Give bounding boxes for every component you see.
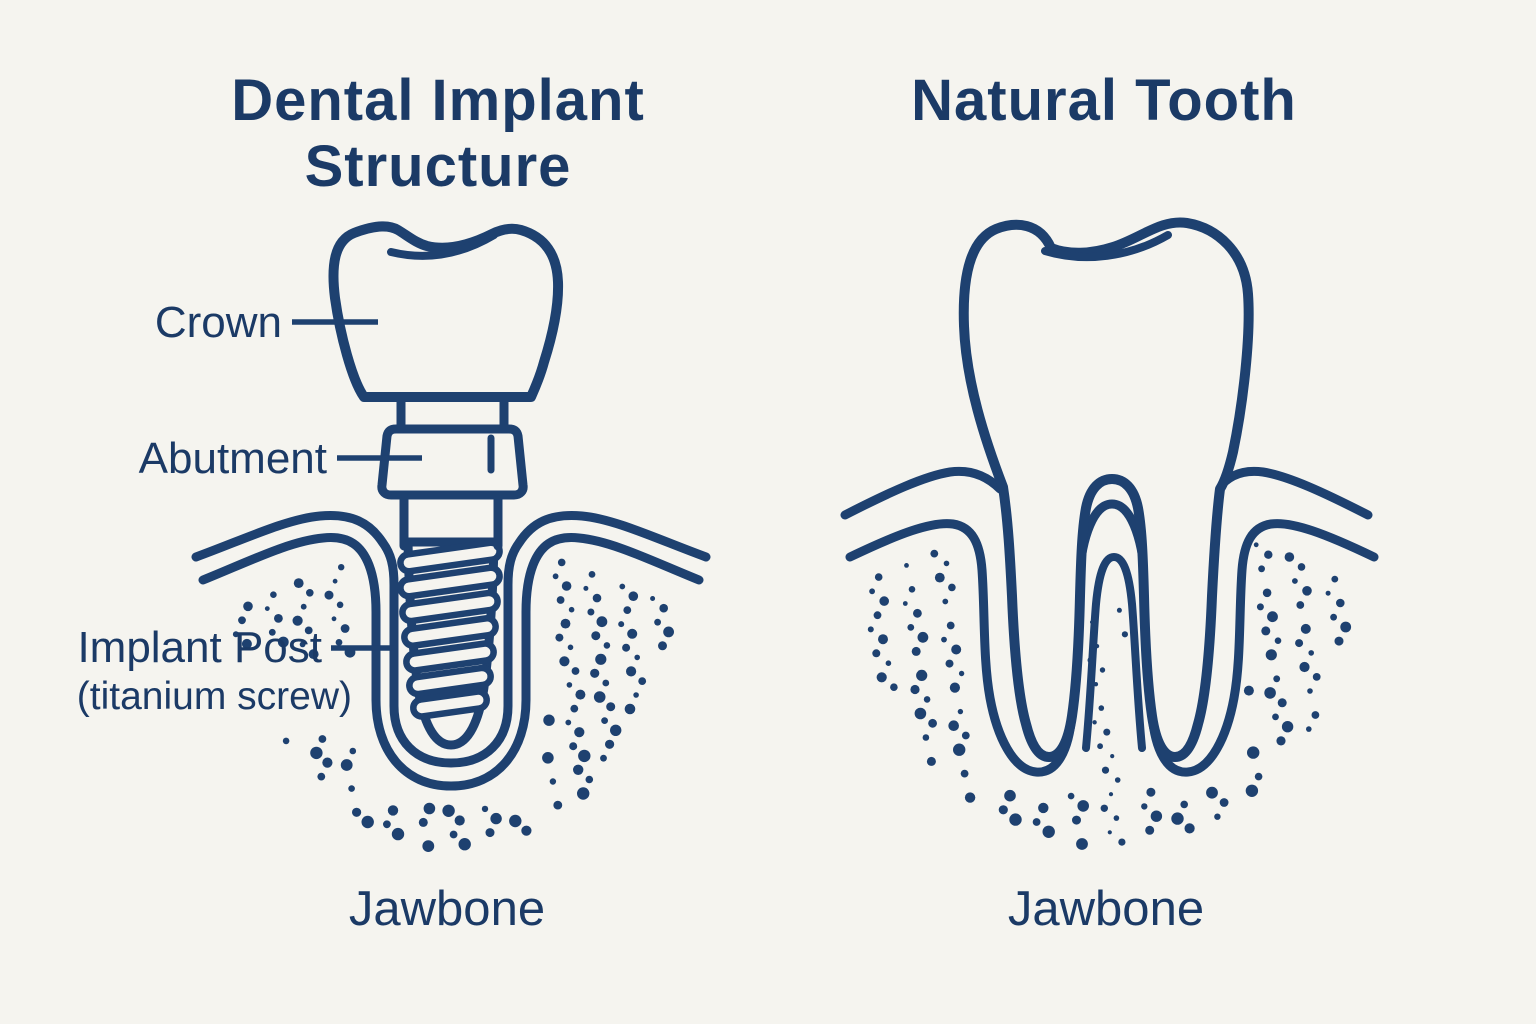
left-title-line1: Dental Implant: [231, 68, 645, 133]
implant-crown-outline: [328, 221, 564, 402]
natural-tooth-outline: [958, 217, 1254, 762]
tooth-gum-line-upper-right: [1213, 466, 1373, 520]
implant-gum-line-outer: [198, 533, 704, 791]
tooth-gum-line-upper-left: [840, 466, 1005, 520]
tooth-socket-line: [845, 499, 1379, 777]
implant-neck-lower: [399, 490, 503, 551]
natural-tooth-figure: Natural Tooth Jawbone: [840, 68, 1379, 936]
label-abutment: Abutment: [139, 434, 327, 483]
left-title-line2: Structure: [305, 134, 572, 199]
bone-crest-between-roots: [1082, 553, 1146, 752]
abutment-shape: [377, 424, 528, 500]
implant-figure: Dental Implant Structure Crown Abutment …: [77, 68, 711, 936]
label-crown: Crown: [155, 298, 282, 347]
bone-dots-right: [867, 542, 1352, 850]
implant-gum-line-inner: [191, 510, 711, 768]
bone-dots-left: [232, 558, 674, 852]
implant-crown-highlight: [387, 231, 498, 260]
label-implant-post: Implant Post: [77, 623, 322, 672]
implant-neck-upper: [396, 392, 509, 434]
implant-screw-threads: [397, 539, 503, 720]
natural-tooth-highlight: [1041, 231, 1172, 262]
right-title: Natural Tooth: [911, 68, 1297, 133]
label-jawbone-right: Jawbone: [1008, 882, 1204, 936]
label-jawbone-left: Jawbone: [349, 882, 545, 936]
label-implant-post-sub: (titanium screw): [77, 675, 352, 718]
